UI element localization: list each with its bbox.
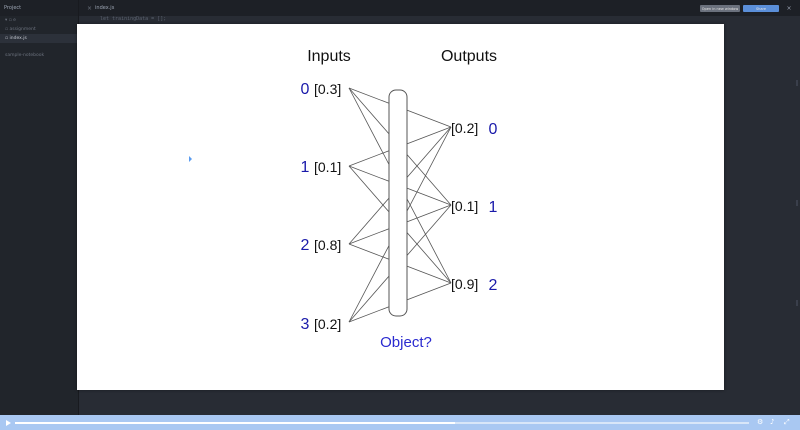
output-value: [0.9] xyxy=(451,276,478,292)
sidebar-item-root[interactable]: ▾ ▫ e xyxy=(0,16,78,25)
sidebar-item-notebook[interactable]: sample-notebook xyxy=(0,51,78,60)
output-index: 1 xyxy=(489,199,498,216)
open-window-button[interactable]: Open in new window xyxy=(700,5,740,12)
mouse-cursor-icon xyxy=(189,156,192,162)
sidebar-header: Project xyxy=(0,0,78,16)
volume-icon[interactable]: ♪ xyxy=(770,418,775,426)
progress-fill xyxy=(15,422,456,424)
output-index: 2 xyxy=(489,277,498,294)
object-box xyxy=(388,89,408,317)
play-icon[interactable] xyxy=(6,419,11,426)
neural-network-diagram: Inputs Outputs 0 [0.3] 1 [0.1] 2 [0.8] 3… xyxy=(301,48,498,351)
input-value: [0.1] xyxy=(314,159,341,175)
tab-index-js[interactable]: × index.js xyxy=(79,0,149,16)
input-index: 1 xyxy=(301,159,310,176)
output-value: [0.1] xyxy=(451,198,478,214)
sidebar-item-label: ▫ index.js xyxy=(5,36,27,41)
input-value: [0.8] xyxy=(314,237,341,253)
progress-track[interactable] xyxy=(15,422,749,424)
input-index: 2 xyxy=(301,237,310,254)
sidebar-item-label: sample-notebook xyxy=(5,53,45,58)
input-value: [0.3] xyxy=(314,81,341,97)
sidebar-item-label: ▾ ▫ e xyxy=(5,18,16,23)
outputs-title: Outputs xyxy=(441,48,497,65)
project-sidebar: Project ▾ ▫ e ▫ assignment ▫ index.js sa… xyxy=(0,0,79,415)
share-button[interactable]: Share xyxy=(743,5,779,12)
input-value: [0.2] xyxy=(314,316,341,332)
inputs-title: Inputs xyxy=(307,48,351,65)
tab-label: index.js xyxy=(95,5,115,11)
output-index: 0 xyxy=(489,121,498,138)
sidebar-item-index-js[interactable]: ▫ index.js xyxy=(0,34,78,43)
sidebar-item-label: ▫ assignment xyxy=(5,27,36,32)
input-index: 0 xyxy=(301,81,310,98)
output-value: [0.2] xyxy=(451,120,478,136)
slide: Inputs Outputs 0 [0.3] 1 [0.1] 2 [0.8] 3… xyxy=(77,24,724,390)
fullscreen-icon[interactable]: ⤢ xyxy=(784,418,790,426)
close-icon[interactable]: × xyxy=(786,5,792,12)
code-line: let trainingData = []; xyxy=(100,16,167,22)
settings-icon[interactable]: ⚙ xyxy=(757,418,764,426)
input-index: 3 xyxy=(301,316,310,333)
sidebar-item-assignment[interactable]: ▫ assignment xyxy=(0,25,78,34)
editor-tab-bar: × index.js xyxy=(79,0,800,16)
scrollbar[interactable] xyxy=(795,20,798,410)
video-controls: ⚙ ♪ ⤢ xyxy=(0,415,800,430)
sidebar-title: Project xyxy=(4,5,22,11)
object-label: Object? xyxy=(380,334,432,351)
tab-close-icon[interactable]: × xyxy=(87,4,93,12)
